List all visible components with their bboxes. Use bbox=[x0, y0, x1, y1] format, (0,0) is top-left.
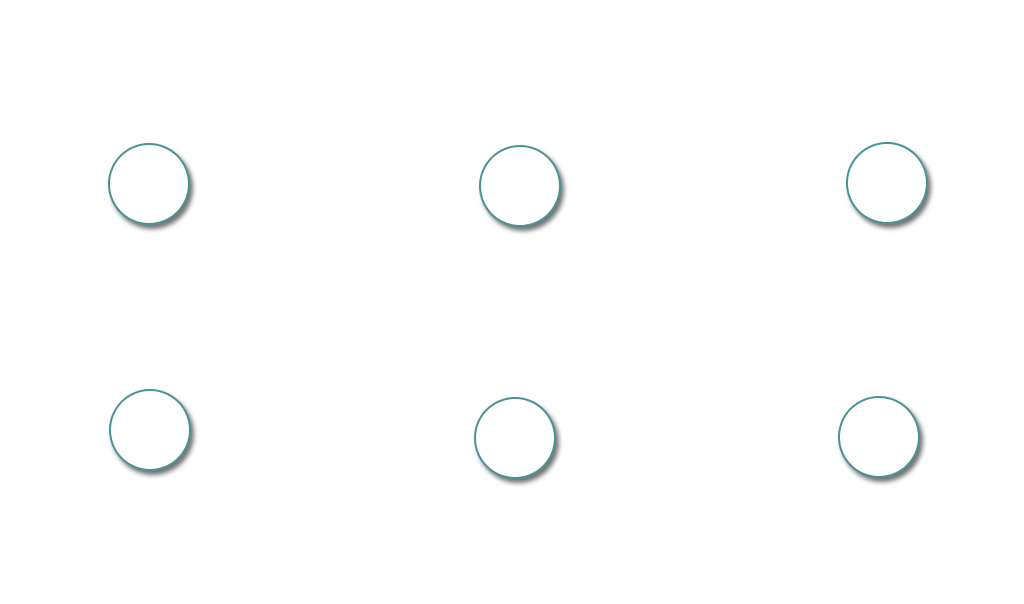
circle-button[interactable] bbox=[108, 143, 190, 225]
circle-button[interactable] bbox=[846, 142, 928, 224]
circle-button[interactable] bbox=[474, 397, 556, 479]
circle-button[interactable] bbox=[838, 396, 920, 478]
circle-button[interactable] bbox=[479, 145, 561, 227]
circle-button[interactable] bbox=[109, 389, 191, 471]
